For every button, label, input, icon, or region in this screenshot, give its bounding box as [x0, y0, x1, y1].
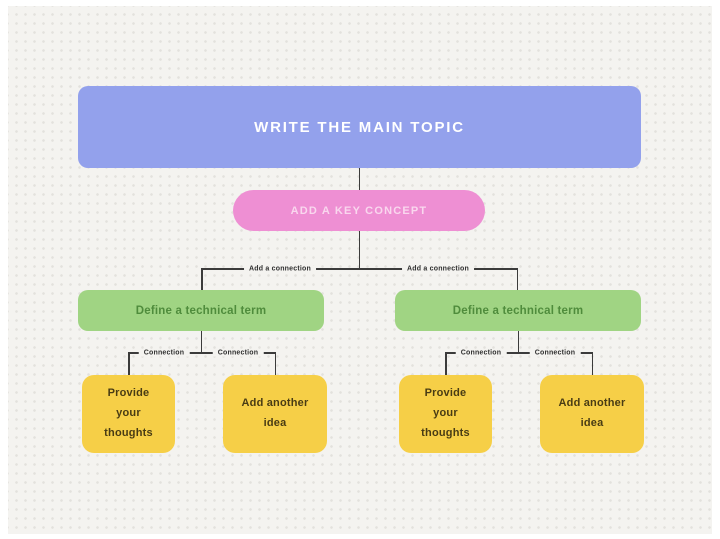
term-node-right[interactable]: Define a technical term — [395, 290, 641, 331]
key-concept-node[interactable]: ADD A KEY CONCEPT — [233, 190, 485, 231]
connector-line — [445, 352, 447, 375]
connector-line — [358, 231, 360, 268]
idea-label: Add another idea — [241, 397, 309, 429]
idea-label: Provide your thoughts — [104, 387, 153, 439]
idea-label: Provide your thoughts — [421, 387, 470, 439]
key-concept-label: ADD A KEY CONCEPT — [290, 204, 428, 217]
connector-line — [274, 352, 276, 375]
term-label: Define a technical term — [135, 304, 267, 317]
connector-label-connection[interactable]: Connection — [212, 349, 264, 357]
connector-line — [516, 268, 518, 290]
connector-line — [358, 168, 360, 190]
connector-line — [591, 352, 593, 375]
connector-line — [128, 352, 130, 375]
connector-line — [128, 352, 275, 354]
term-label: Define a technical term — [452, 304, 584, 317]
idea-node-left-1[interactable]: Provide your thoughts — [82, 375, 175, 453]
connector-line — [201, 268, 518, 270]
connector-label-connection[interactable]: Connection — [138, 349, 190, 357]
main-topic-label: WRITE THE MAIN TOPIC — [254, 118, 465, 136]
connector-label-add-connection[interactable]: Add a connection — [244, 265, 316, 273]
idea-node-left-2[interactable]: Add another idea — [223, 375, 327, 453]
idea-node-right-2[interactable]: Add another idea — [540, 375, 644, 453]
connector-label-add-connection[interactable]: Add a connection — [402, 265, 474, 273]
term-node-left[interactable]: Define a technical term — [78, 290, 324, 331]
connector-label-connection[interactable]: Connection — [529, 349, 581, 357]
idea-node-right-1[interactable]: Provide your thoughts — [399, 375, 492, 453]
connector-line — [445, 352, 592, 354]
idea-label: Add another idea — [558, 397, 626, 429]
connector-line — [200, 331, 202, 352]
connector-line — [201, 268, 203, 290]
connector-label-connection[interactable]: Connection — [455, 349, 507, 357]
connector-line — [517, 331, 519, 352]
main-topic-node[interactable]: WRITE THE MAIN TOPIC — [78, 86, 641, 168]
